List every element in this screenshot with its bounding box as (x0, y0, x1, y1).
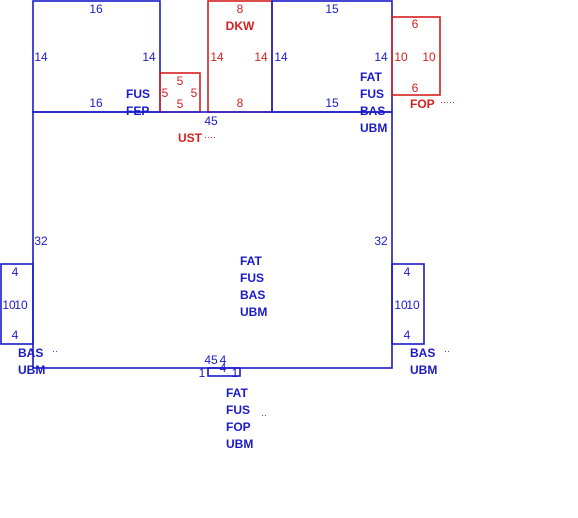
dim-dkw-left: 14 (210, 50, 224, 64)
label-bottom-fat: FAT (226, 386, 248, 400)
label-fep: FEP (126, 104, 149, 118)
dim-bottom-tab-left: 1 (199, 366, 206, 380)
label-left-bas: BAS (18, 346, 43, 360)
label-left-ubm: UBM (18, 363, 45, 377)
label-top-right-ubm: UBM (360, 121, 387, 135)
dim-main-top: 45 (204, 114, 218, 128)
dim-fep-left: 5 (162, 86, 169, 100)
label-right-ubm: UBM (410, 363, 437, 377)
dim-fep-bottom: 5 (177, 97, 184, 111)
dim-fep-right: 5 (191, 86, 198, 100)
dim-top-right-right: 14 (374, 50, 388, 64)
room-main (32, 111, 393, 369)
dim-left-side-top: 4 (12, 265, 19, 279)
label-bottom-fop: FOP (226, 420, 251, 434)
dim-fep-top: 5 (177, 74, 184, 88)
label-bottom-fus: FUS (226, 403, 250, 417)
dim-left-side-right: 10 (14, 298, 28, 312)
label-right-bas: BAS (410, 346, 435, 360)
dim-right-side-left: 10 (394, 298, 408, 312)
dim-top-left-top: 16 (89, 2, 103, 16)
dim-main-right: 32 (374, 234, 388, 248)
room-fop (391, 16, 441, 96)
label-top-right-bas: BAS (360, 104, 385, 118)
dim-top-left-right: 14 (142, 50, 156, 64)
ust-leader: ···· (204, 132, 216, 142)
label-main-bas: BAS (240, 288, 265, 302)
label-main-ubm: UBM (240, 305, 267, 319)
label-dkw: DKW (226, 19, 255, 33)
dim-bottom-tab-right: 1 (232, 366, 239, 380)
label-main-fat: FAT (240, 254, 262, 268)
right-bas-leader: ·· (444, 346, 450, 356)
dim-fop-top: 6 (412, 17, 419, 31)
dim-left-side-bottom: 4 (12, 328, 19, 342)
label-top-right-fat: FAT (360, 70, 382, 84)
dim-dkw-top: 8 (237, 2, 244, 16)
label-main-fus: FUS (240, 271, 264, 285)
fop-leader: ····· (440, 97, 455, 107)
dim-top-left-left: 14 (34, 50, 48, 64)
dim-fop-left: 10 (394, 50, 408, 64)
dim-main-bottom-tab: 4 (220, 353, 227, 367)
dim-main-left: 32 (34, 234, 48, 248)
left-bas-leader: ·· (52, 346, 58, 356)
dim-top-right-bottom: 15 (325, 96, 339, 110)
dim-left-side-left: 10 (2, 298, 16, 312)
label-fop: FOP (410, 97, 435, 111)
dim-fop-bottom: 6 (412, 81, 419, 95)
label-top-right-fus: FUS (360, 87, 384, 101)
dim-right-side-right: 10 (406, 298, 420, 312)
dim-dkw-right: 14 (254, 50, 268, 64)
dim-dkw-bottom: 8 (237, 96, 244, 110)
label-fus: FUS (126, 87, 150, 101)
dim-right-side-top: 4 (404, 265, 411, 279)
dim-top-right-left: 14 (274, 50, 288, 64)
room-bottom-tab (207, 367, 241, 377)
dim-right-side-bottom: 4 (404, 328, 411, 342)
dim-fop-right: 10 (422, 50, 436, 64)
dim-main-bottom: 45 (204, 353, 218, 367)
room-right-side (391, 263, 425, 345)
bottom-leader: ·· (261, 410, 267, 420)
room-left-side (0, 263, 34, 345)
dim-top-right-top: 15 (325, 2, 339, 16)
label-bottom-ubm: UBM (226, 437, 253, 451)
dim-top-left-bottom: 16 (89, 96, 103, 110)
dim-bottom-tab-middle: 4 (220, 361, 227, 375)
label-ust: UST (178, 131, 203, 145)
